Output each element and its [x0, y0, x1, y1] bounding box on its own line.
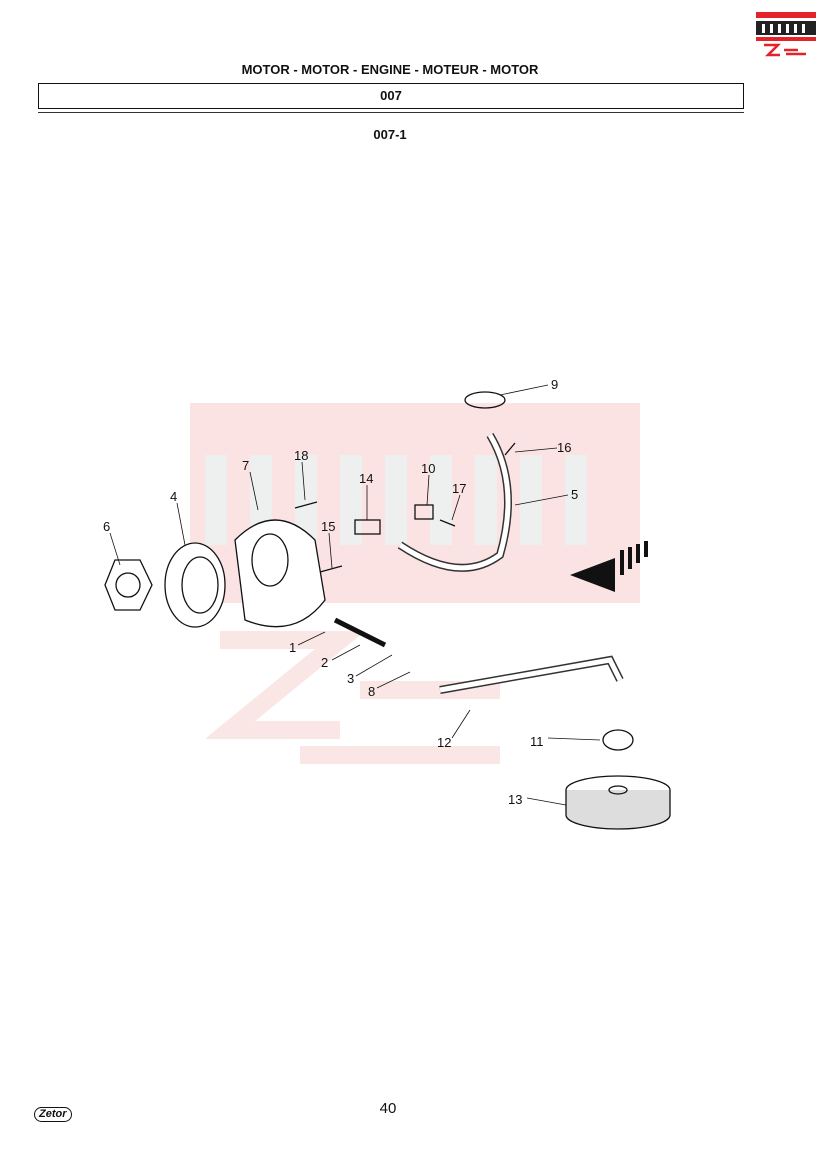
callout-16: 16 [557, 440, 571, 455]
callout-6: 6 [103, 519, 110, 534]
callout-7: 7 [242, 458, 249, 473]
direction-arrow-icon [570, 558, 615, 592]
callout-10: 10 [421, 461, 435, 476]
kubik-zetor-logo [756, 10, 816, 60]
callout-5: 5 [571, 487, 578, 502]
callout-14: 14 [359, 471, 373, 486]
callout-13: 13 [508, 792, 522, 807]
part-drawings [104, 391, 671, 830]
zetor-footer-logo: Zetor [34, 1107, 72, 1122]
subgroup-number: 007-1 [373, 127, 407, 142]
divider [38, 112, 744, 113]
page-title: MOTOR - MOTOR - ENGINE - MOTEUR - MOTOR [241, 62, 539, 77]
callout-4: 4 [170, 489, 177, 504]
callout-12: 12 [437, 735, 451, 750]
callout-8: 8 [368, 684, 375, 699]
callout-15: 15 [321, 519, 335, 534]
callout-labels: 1 2 3 4 5 6 7 8 9 10 11 12 13 14 15 16 1… [103, 377, 578, 807]
callout-17: 17 [452, 481, 466, 496]
group-number: 007 [38, 83, 744, 109]
callout-3: 3 [347, 671, 354, 686]
callout-9: 9 [551, 377, 558, 392]
callout-1: 1 [289, 640, 296, 655]
callout-11: 11 [530, 734, 544, 749]
callout-18: 18 [294, 448, 308, 463]
page-number: 40 [379, 1100, 397, 1117]
callout-2: 2 [321, 655, 328, 670]
leader-lines [109, 384, 601, 806]
